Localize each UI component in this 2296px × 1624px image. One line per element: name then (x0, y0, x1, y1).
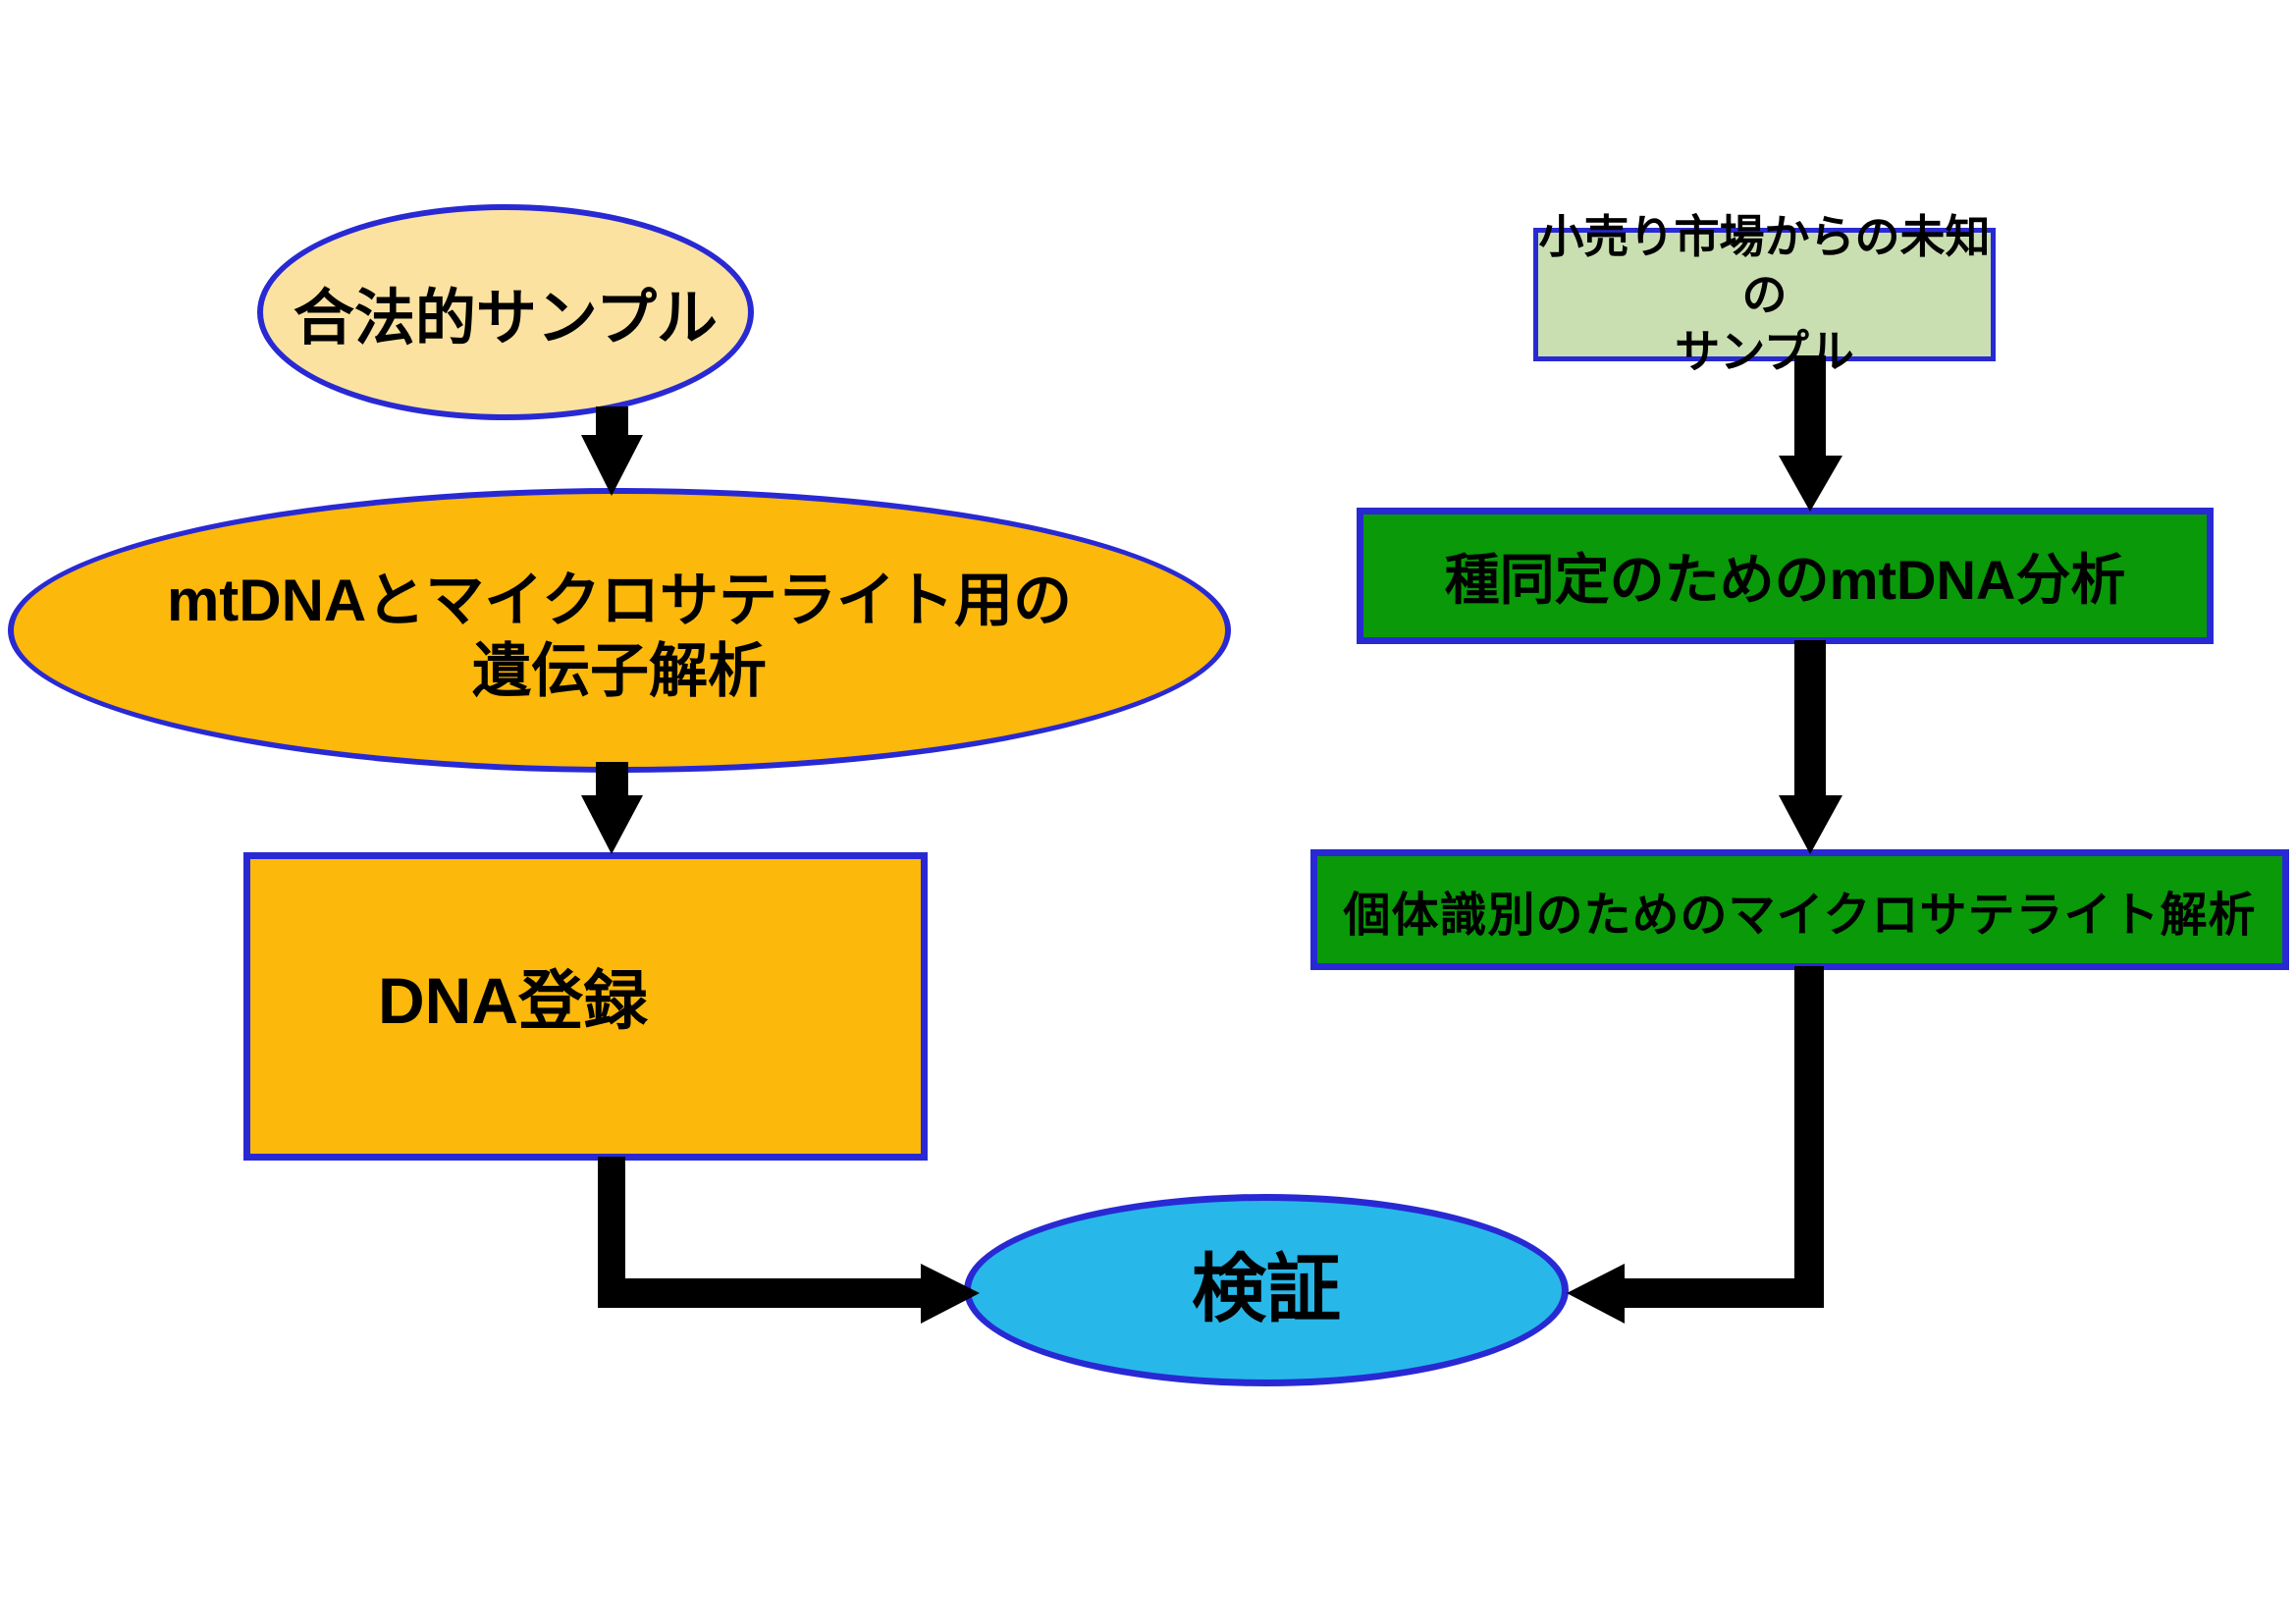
node-legal-sample-label: 合法的サンプル (293, 285, 719, 352)
node-verification-label: 検証 (1192, 1248, 1341, 1331)
node-unknown-sample-label-line2: サンプル (1675, 326, 1854, 378)
arrow-genetic-to-registration (581, 762, 643, 854)
node-unknown-sample-label-line1: 小売り市場からの未知の (1538, 210, 1991, 320)
arrow-legal-to-genetic (581, 406, 643, 496)
node-microsatellite-analysis: 個体識別のためのマイクロサテライト解析 (1310, 849, 2289, 970)
node-microsatellite-analysis-label: 個体識別のためのマイクロサテライト解析 (1343, 889, 2257, 942)
node-dna-registration: DNA登録 (243, 852, 928, 1161)
arrow-mtdna-to-microsatellite (1779, 640, 1842, 854)
node-verification: 検証 (964, 1194, 1569, 1386)
node-legal-sample: 合法的サンプル (257, 204, 754, 420)
node-genetic-analysis: mtDNAとマイクロサテライト用の 遺伝子解析 (8, 488, 1231, 773)
node-dna-registration-label: DNA登録 (378, 964, 648, 1037)
node-mtdna-analysis-label: 種同定のためのmtDNA分析 (1444, 549, 2126, 611)
arrow-microsatellite-to-verification (1567, 966, 1824, 1324)
arrow-registration-to-verification (598, 1157, 980, 1324)
node-unknown-sample: 小売り市場からの未知の サンプル (1533, 211, 1996, 377)
node-mtdna-analysis: 種同定のためのmtDNA分析 (1357, 508, 2214, 644)
node-genetic-analysis-label-line1: mtDNAとマイクロサテライト用の (166, 568, 1073, 633)
node-genetic-analysis-label-line2: 遺伝子解析 (472, 638, 767, 704)
